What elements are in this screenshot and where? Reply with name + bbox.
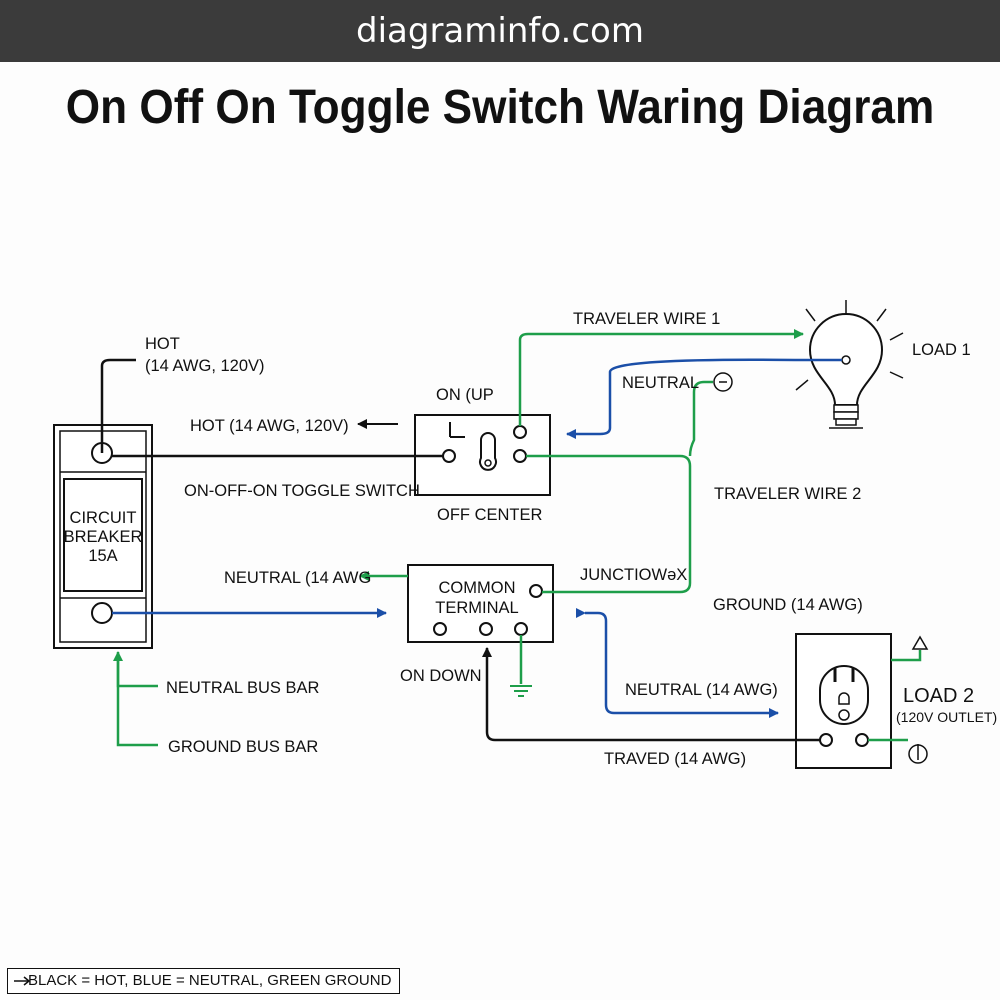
load1-label: LOAD 1 (912, 341, 971, 359)
junction-terminal (529, 584, 543, 598)
switch-traveler1-terminal (513, 425, 527, 439)
ground-triangle-icon (911, 635, 929, 650)
breaker-label-3: 15A (88, 547, 117, 565)
common-label-1: COMMON (439, 579, 516, 597)
outlet-hot-terminal (819, 733, 833, 747)
traveler-wire-2 (526, 454, 692, 594)
neutral-common-label: NEUTRAL (14 AWG (224, 569, 371, 587)
site-header: diagraminfo.com (0, 0, 1000, 62)
ground-symbol-icon (510, 685, 532, 697)
neutral-awg-label: NEUTRAL (14 AWG) (625, 681, 778, 699)
on-up-label: ON (UP (436, 386, 494, 404)
outlet-icon (795, 633, 892, 769)
switch-name-label: ON-OFF-ON TOGGLE SWITCH (184, 482, 420, 500)
ground-bus-bar-wire (116, 686, 158, 747)
load2-sub-label: (120V OUTLET) (896, 709, 997, 725)
neutral-bus-bar-wire (116, 660, 158, 688)
ground-bus-bar-label: GROUND BUS BAR (168, 738, 318, 756)
switch-traveler2-terminal (513, 449, 527, 463)
neutral-wire-load1 (566, 358, 842, 439)
toggle-lever-icon (479, 432, 497, 471)
hot-label-top: HOT (145, 335, 180, 353)
load2-label: LOAD 2 (903, 685, 974, 707)
hot-label-arrow: HOT (14 AWG, 120V) (190, 417, 349, 435)
neutral-bus-bar-label: NEUTRAL BUS BAR (166, 679, 320, 697)
traveler-wire-1 (518, 329, 804, 426)
common-terminal-screw-1 (433, 622, 447, 636)
outlet-ground-terminal (855, 733, 869, 747)
page-title: On Off On Toggle Switch Waring Diagram (65, 81, 935, 134)
color-legend: BLACK = HOT, BLUE = NEUTRAL, GREEN GROUN… (7, 968, 401, 994)
switch-common-terminal (442, 449, 456, 463)
junction-label: JUNCTIOWəX (580, 566, 687, 584)
light-bulb-icon (795, 300, 904, 429)
common-terminal-screw-3 (514, 622, 528, 636)
ground-awg-label: GROUND (14 AWG) (713, 596, 863, 614)
traved-label: TRAVED (14 AWG) (604, 750, 746, 768)
hot-label-top-awg: (14 AWG, 120V) (145, 357, 265, 375)
breaker-label-1: CIRCUIT (70, 509, 137, 527)
breaker-label-2: BREAKER (64, 528, 143, 546)
common-label-2: TERMINAL (435, 599, 518, 617)
hot-wire-from-breaker (100, 358, 136, 453)
neutral-top-label: NEUTRAL (622, 374, 699, 392)
neutral-ground-wire (688, 380, 713, 457)
legend-arrow-icon (14, 976, 31, 986)
neutral-wire-load2 (576, 608, 779, 718)
on-down-label: ON DOWN (400, 667, 482, 685)
breaker-neutral-terminal (91, 602, 113, 624)
site-name: diagraminfo.com (356, 11, 644, 51)
off-center-label: OFF CENTER (437, 506, 542, 524)
common-terminal-box: COMMON TERMINAL (407, 564, 554, 643)
traveler-wire-1-label: TRAVELER WIRE 1 (573, 310, 720, 328)
traveler-wire-2-label: TRAVELER WIRE 2 (714, 485, 861, 503)
traved-wire (482, 647, 820, 742)
circuit-breaker: CIRCUIT BREAKER 15A (53, 424, 153, 649)
outlet-ground-wire-top (891, 650, 922, 662)
common-terminal-screw-2 (479, 622, 493, 636)
